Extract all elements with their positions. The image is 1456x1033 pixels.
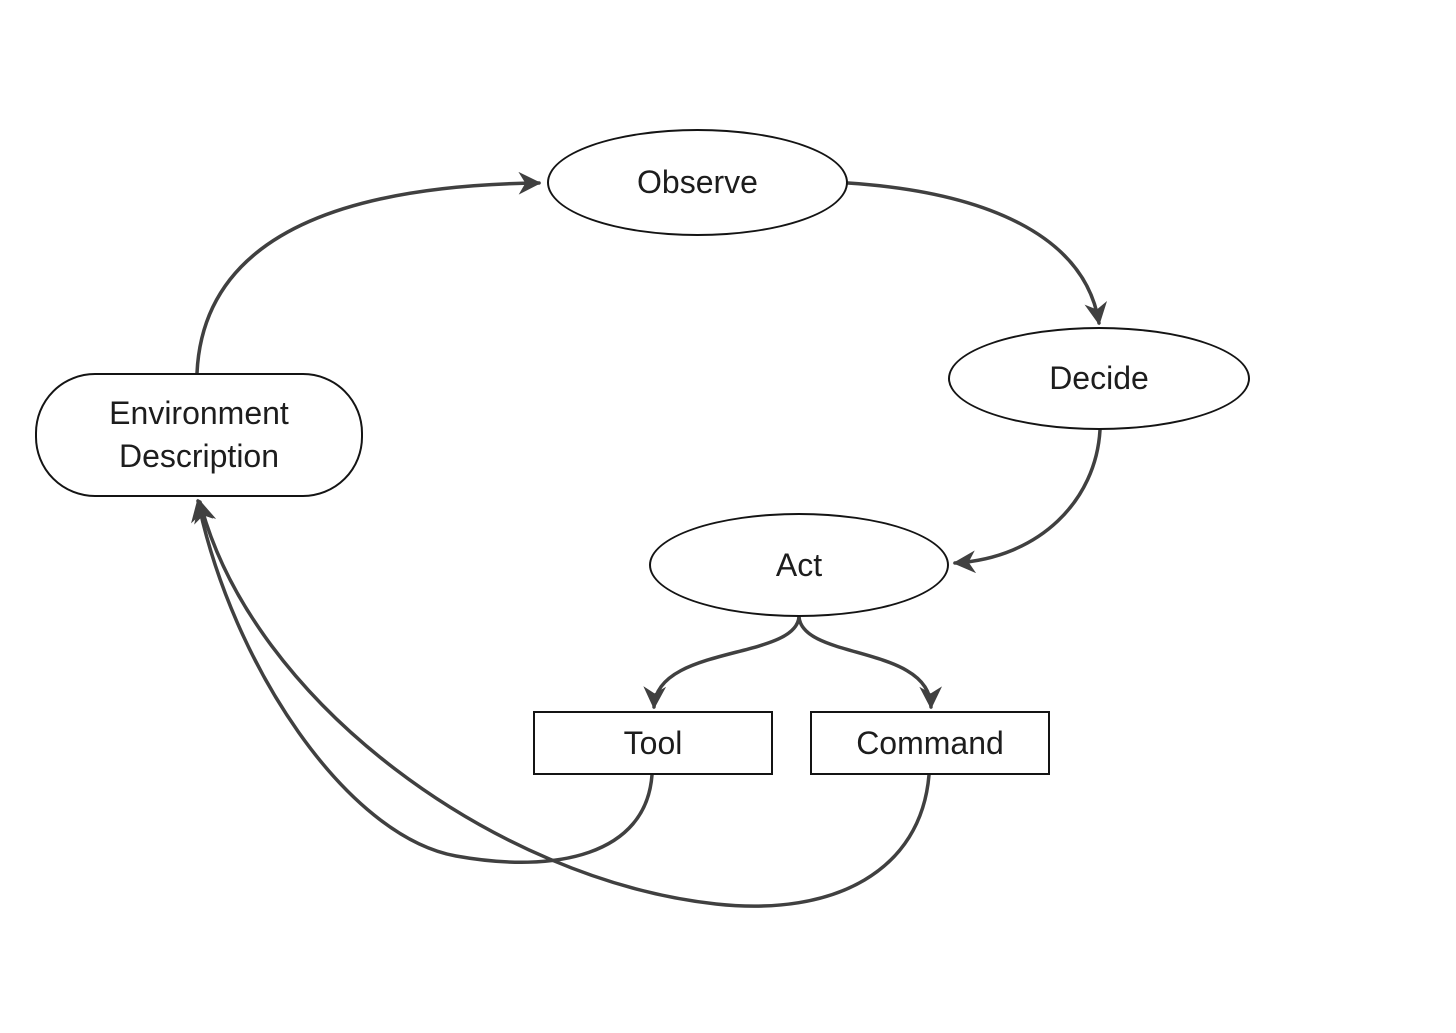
node-observe-label: Observe	[637, 164, 758, 201]
node-command: Command	[810, 711, 1050, 775]
node-act: Act	[649, 513, 949, 617]
edge-act-to-command	[797, 615, 943, 710]
node-decide: Decide	[948, 327, 1250, 430]
edge-command-to-environment	[194, 499, 931, 908]
node-environment-label-line2: Description	[118, 438, 280, 474]
edge-decide-to-act	[952, 428, 1102, 574]
node-tool-label: Tool	[623, 724, 683, 761]
edge-environment-to-observe	[195, 171, 542, 375]
node-environment-description: Environment Description	[35, 373, 363, 497]
node-environment-description-label: Environment Description	[109, 392, 289, 478]
node-command-label: Command	[856, 724, 1004, 761]
node-decide-label: Decide	[1049, 360, 1149, 397]
node-environment-label-line1: Environment	[109, 395, 289, 432]
edge-act-to-tool	[643, 615, 801, 710]
node-act-label: Act	[775, 546, 823, 583]
node-observe: Observe	[547, 129, 848, 236]
edge-observe-to-decide	[846, 181, 1107, 326]
node-tool: Tool	[533, 711, 773, 775]
edge-tool-to-environment	[191, 498, 654, 864]
